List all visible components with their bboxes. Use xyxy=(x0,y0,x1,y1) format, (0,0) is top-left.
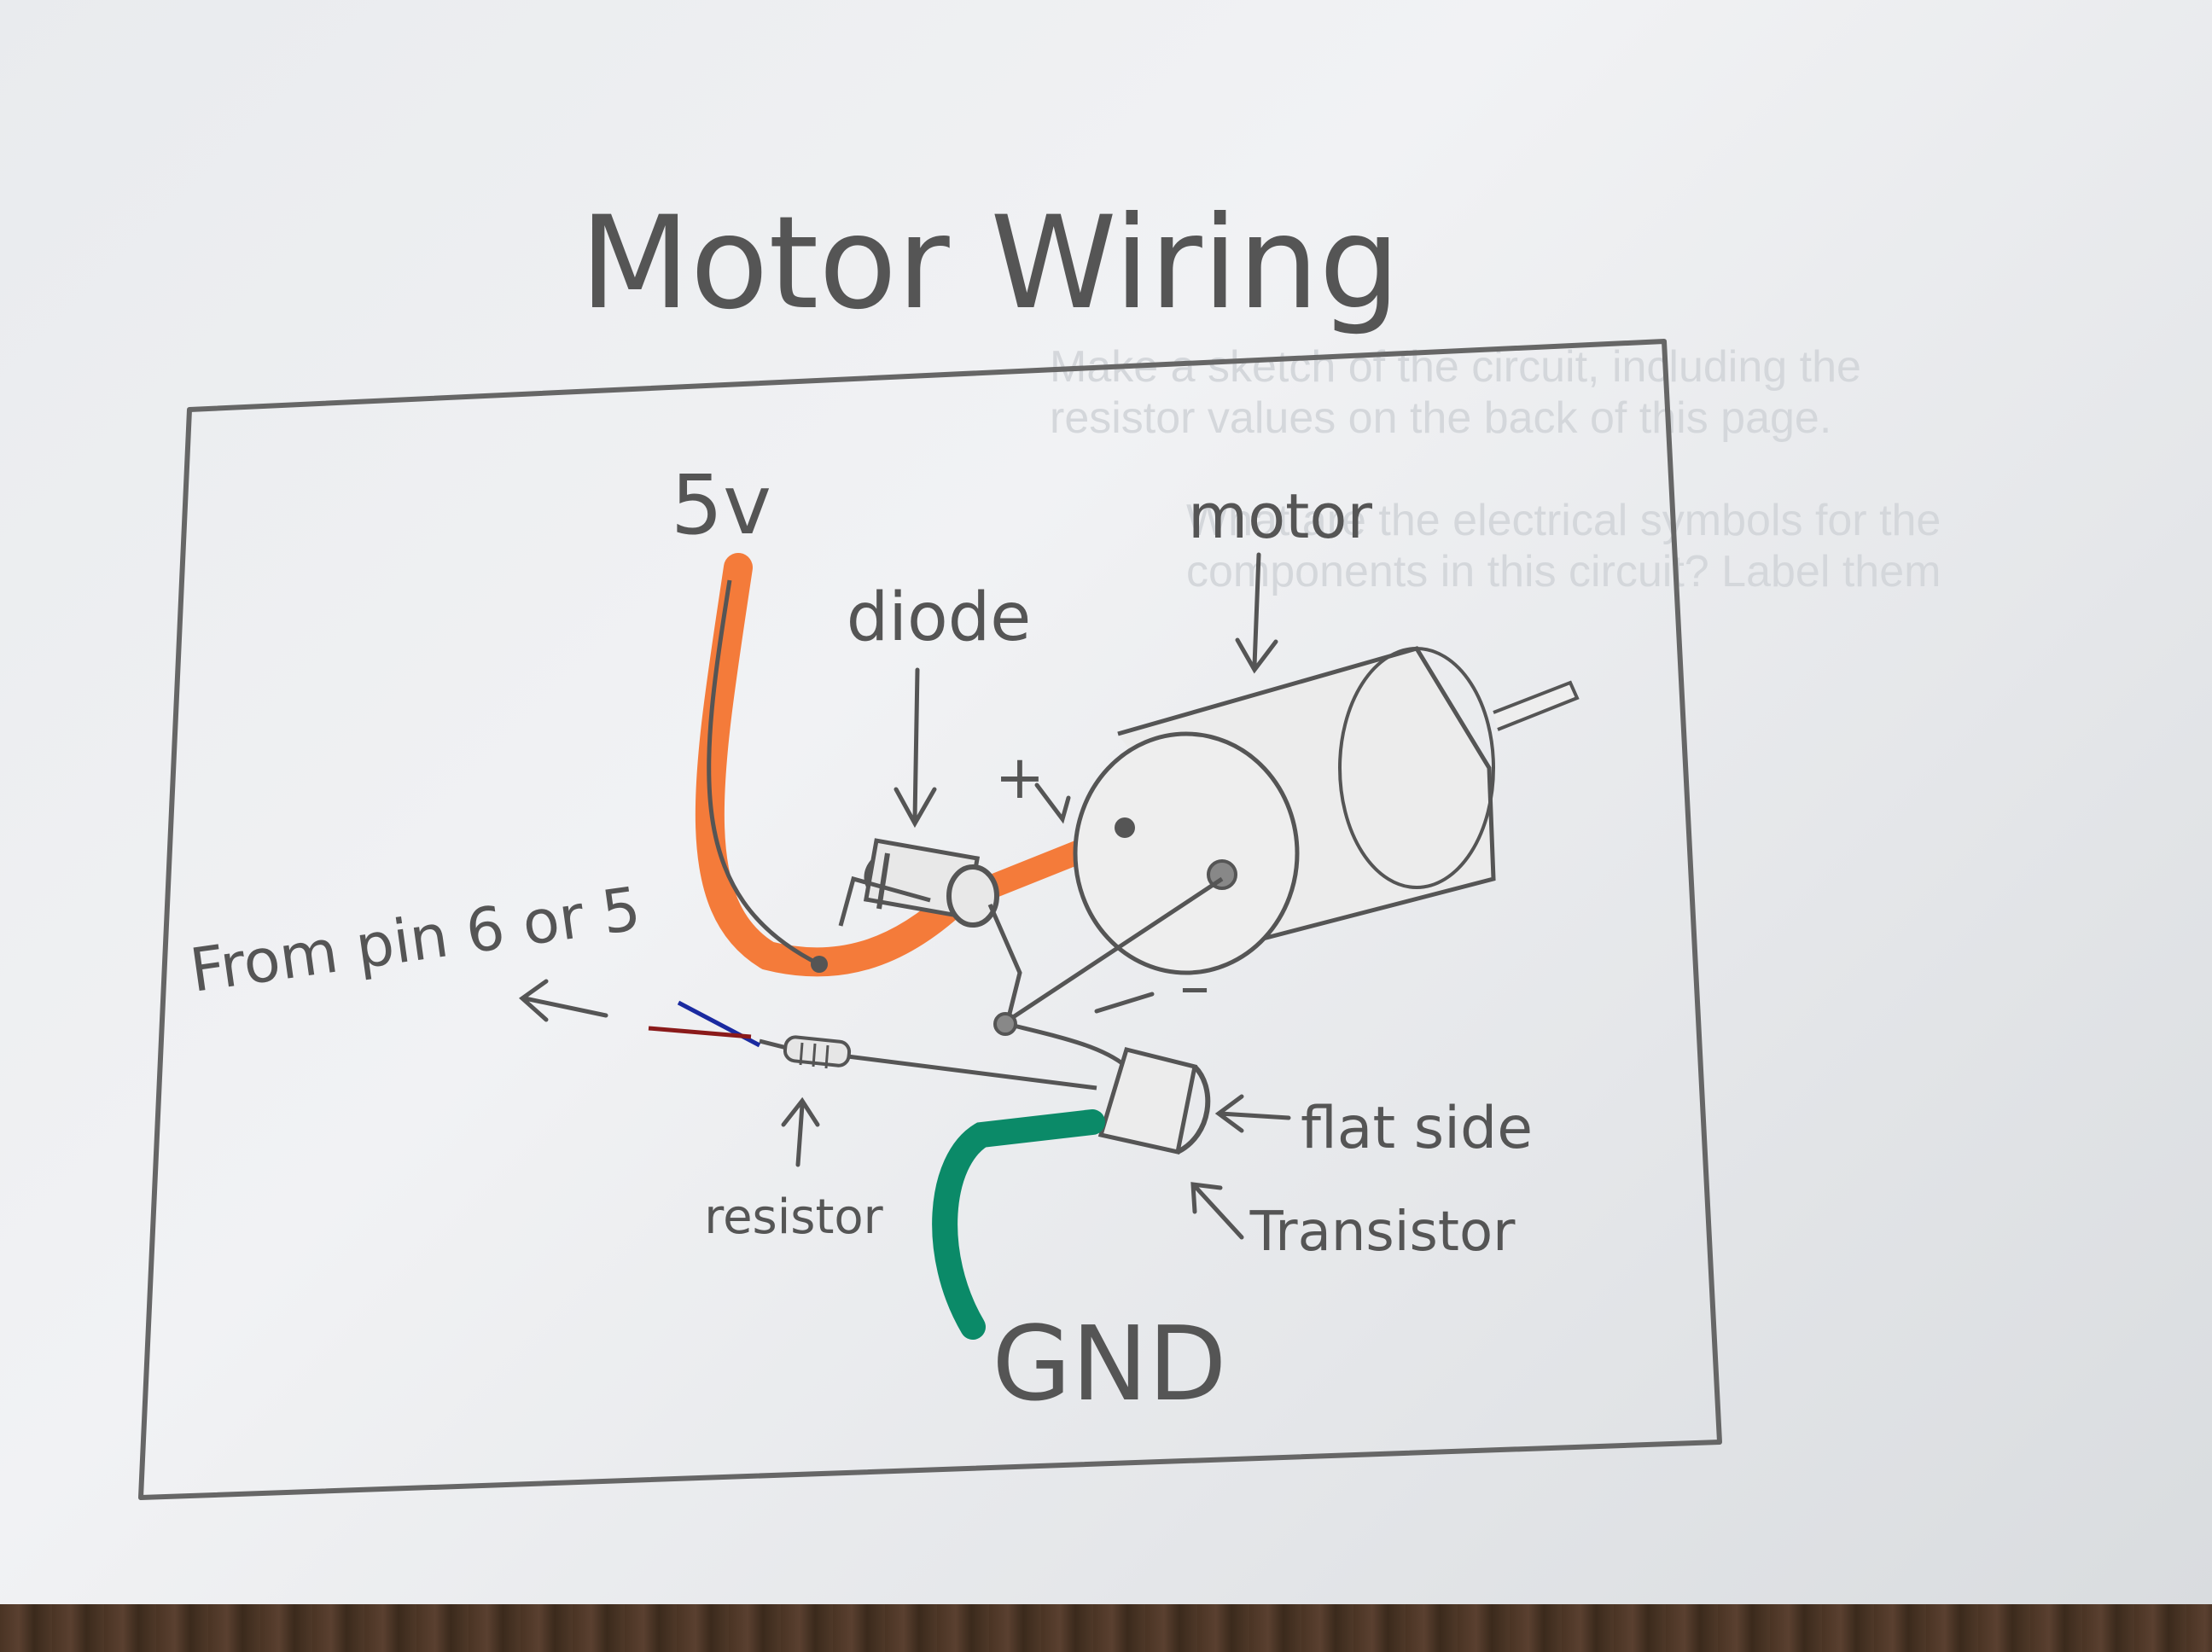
bleed-through-line-3: What are the electrical symbols for the xyxy=(1186,496,1941,545)
label-from-pin: From pin 6 or 5 xyxy=(186,874,645,1006)
diode-arrow xyxy=(894,667,937,829)
supply-wire-orange xyxy=(695,553,970,977)
plus-arrow xyxy=(1034,782,1071,824)
resistor-arrow xyxy=(781,1096,820,1167)
junction-point xyxy=(993,1012,1017,1036)
label-gnd: GND xyxy=(992,1306,1226,1424)
label-5v: 5v xyxy=(671,457,771,553)
resistor xyxy=(783,1035,852,1069)
label-transistor: Transistor xyxy=(1249,1201,1516,1264)
label-motor: motor xyxy=(1188,480,1372,552)
flat-side-arrow xyxy=(1214,1094,1291,1133)
bleed-through-line-2: resistor values on the back of this page… xyxy=(1050,393,1832,443)
supply-junction xyxy=(811,956,828,973)
diagram-title: Motor Wiring xyxy=(579,189,1400,338)
transistor xyxy=(1097,1046,1211,1155)
wooden-table xyxy=(0,1604,2212,1652)
label-minus: – xyxy=(1180,951,1210,1021)
supply-wire-pencil xyxy=(707,579,821,967)
label-diode: diode xyxy=(847,579,1031,656)
annotation-arrows xyxy=(519,552,1291,1240)
signal-wire-blue xyxy=(677,1000,761,1048)
motor xyxy=(1073,646,1580,975)
label-plus: + xyxy=(995,742,1045,812)
label-resistor: resistor xyxy=(704,1190,883,1245)
label-flat-side: flat side xyxy=(1301,1095,1533,1162)
sketch-frame xyxy=(138,339,1722,1500)
bleed-through-line-4: components in this circuit? Label them xyxy=(1186,547,1941,596)
diode xyxy=(863,838,999,928)
ground-wire-green xyxy=(932,1109,1105,1340)
signal-wire-red xyxy=(648,1026,752,1039)
transistor-arrow xyxy=(1190,1182,1244,1240)
minus-arrow xyxy=(1094,992,1155,1014)
from-pin-arrow xyxy=(519,979,608,1022)
motor-positive-terminal xyxy=(1115,817,1135,838)
motor-arrow xyxy=(1235,552,1278,674)
